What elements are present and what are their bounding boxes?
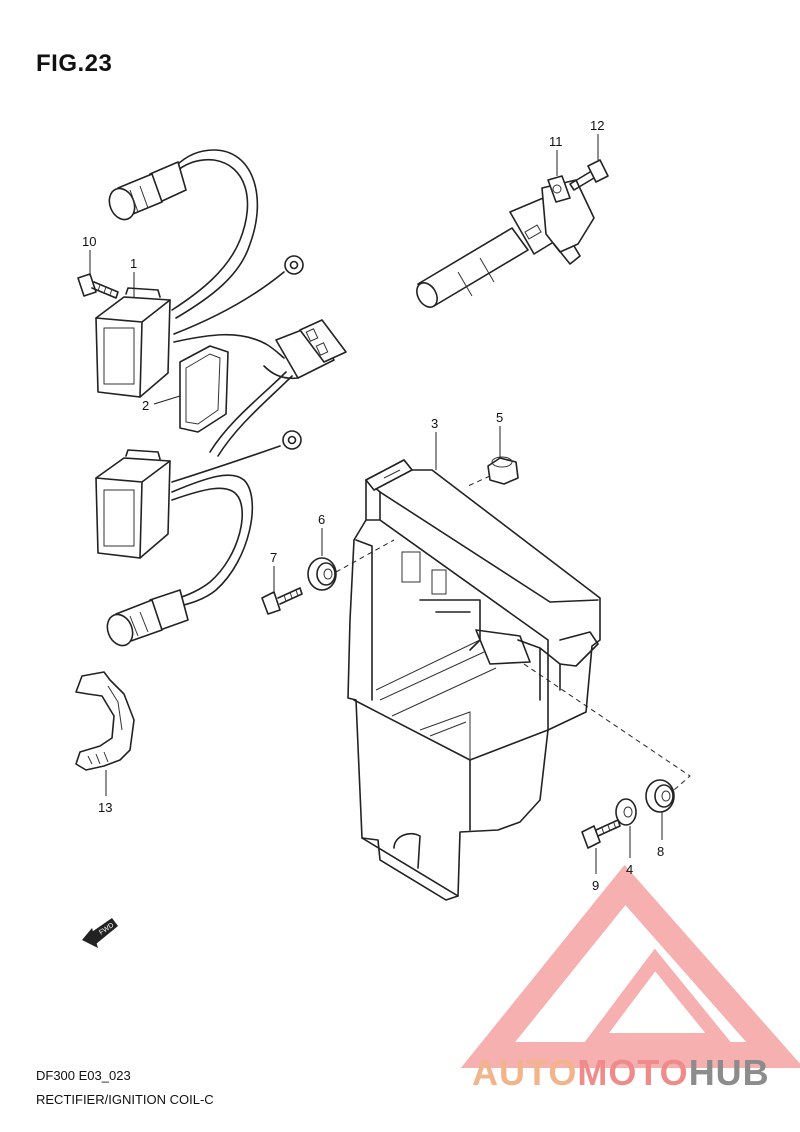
figure-title: FIG.23 <box>36 50 113 77</box>
callout-7: 7 <box>270 550 277 565</box>
ignition-coil <box>416 175 595 308</box>
callout-11: 11 <box>549 134 563 149</box>
diagram-code: DF300 E03_023 <box>36 1068 131 1083</box>
watermark-brand: AUTOMOTOHUB <box>472 1052 770 1093</box>
bolt-9 <box>581 819 621 849</box>
callout-5: 5 <box>496 410 503 425</box>
bolt-7 <box>261 587 303 615</box>
collar-5 <box>487 456 519 485</box>
callout-4: 4 <box>626 862 633 877</box>
callout-3: 3 <box>431 416 438 431</box>
callout-10: 10 <box>82 234 96 249</box>
watermark-triangle-logo <box>460 864 800 1068</box>
callout-12: 12 <box>590 118 604 133</box>
lower-rectifier-module <box>95 430 302 647</box>
gasket <box>179 345 229 433</box>
grommet-8 <box>645 779 675 813</box>
harness-clamp <box>75 671 135 771</box>
callout-8: 8 <box>657 844 664 859</box>
callout-9: 9 <box>592 878 599 893</box>
forward-direction-icon: FWD <box>82 918 118 948</box>
diagram-name: RECTIFIER/IGNITION COIL-C <box>36 1092 214 1107</box>
bolt-10 <box>77 273 119 299</box>
upper-rectifier-module <box>95 149 304 398</box>
rectifier-bracket-housing <box>347 459 601 901</box>
callout-6: 6 <box>318 512 325 527</box>
grommet-6 <box>307 557 337 591</box>
wiring-coupler <box>209 319 347 457</box>
leader-lines <box>89 134 691 874</box>
callout-2: 2 <box>142 398 149 413</box>
washer-4 <box>615 798 637 826</box>
callout-13: 13 <box>98 800 112 815</box>
bolt-12 <box>569 159 609 191</box>
callout-1: 1 <box>130 256 137 271</box>
